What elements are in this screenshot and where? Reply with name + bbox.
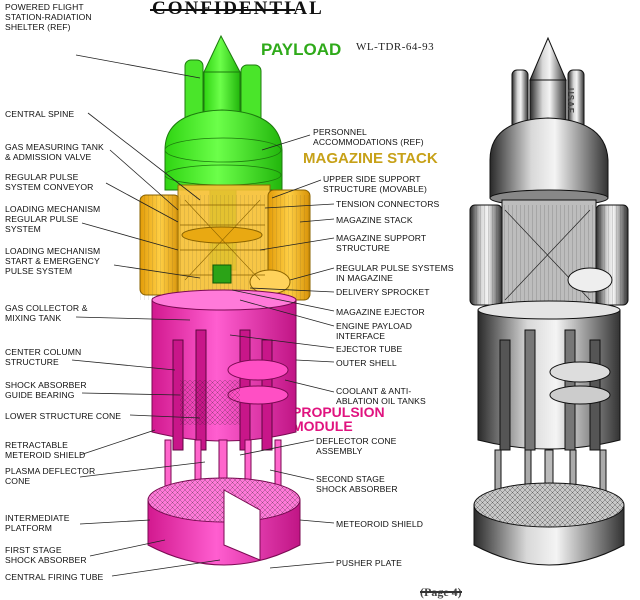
metal-cutaway-vehicle — [469, 36, 629, 566]
label-deflector-cone-assembly: DEFLECTOR CONE ASSEMBLY — [316, 436, 397, 456]
payload-section — [164, 34, 283, 271]
label-magazine-support: MAGAZINE SUPPORT STRUCTURE — [336, 233, 427, 253]
page-stamp-strikethrough — [420, 591, 462, 593]
propulsion-section — [147, 289, 301, 566]
label-gas-collector: GAS COLLECTOR & MIXING TANK — [5, 303, 88, 323]
magazine-section — [139, 184, 311, 301]
document-id: WL-TDR-64-93 — [356, 41, 435, 53]
label-loading-mechanism-start: LOADING MECHANISM START & EMERGENCY PULS… — [5, 246, 101, 276]
label-center-column: CENTER COLUMN STRUCTURE — [5, 347, 82, 367]
label-lower-structure-cone: LOWER STRUCTURE CONE — [5, 411, 122, 421]
propulsion-module-header: PROPULSION MODULE — [292, 404, 385, 434]
label-intermediate-platform: INTERMEDIATE PLATFORM — [5, 513, 70, 533]
stamp-strikethrough — [150, 9, 295, 11]
label-plasma-deflector: PLASMA DEFLECTOR CONE — [5, 466, 96, 486]
label-loading-mechanism-regular: LOADING MECHANISM REGULAR PULSE SYSTEM — [5, 204, 101, 234]
magazine-stack-header: MAGAZINE STACK — [303, 150, 438, 167]
leader-lines-right — [229, 134, 335, 569]
label-central-spine: CENTRAL SPINE — [5, 109, 75, 119]
label-tension-connectors: TENSION CONNECTORS — [336, 199, 440, 209]
label-outer-shell: OUTER SHELL — [336, 358, 397, 368]
label-magazine-ejector: MAGAZINE EJECTOR — [336, 307, 425, 317]
label-meteoroid-shield: METEOROID SHIELD — [336, 519, 424, 529]
label-regular-pulse-in-magazine: REGULAR PULSE SYSTEMS IN MAGAZINE — [336, 263, 454, 283]
label-retractable-shield: RETRACTABLE METEROID SHIELD — [5, 440, 86, 460]
label-ejector-tube: EJECTOR TUBE — [336, 344, 403, 354]
label-first-stage-absorber: FIRST STAGE SHOCK ABSORBER — [5, 545, 87, 565]
label-coolant-tanks: COOLANT & ANTI- ABLATION OIL TANKS — [336, 386, 426, 406]
label-regular-pulse-conveyor: REGULAR PULSE SYSTEM CONVEYOR — [5, 172, 94, 192]
label-engine-payload-interface: ENGINE PAYLOAD INTERFACE — [336, 321, 413, 341]
label-delivery-sprocket: DELIVERY SPROCKET — [336, 287, 430, 297]
label-pusher-plate: PUSHER PLATE — [336, 558, 402, 568]
leader-lines-left — [71, 54, 221, 577]
color-cutaway-vehicle — [139, 34, 311, 566]
usaf-marking: USAF — [566, 88, 575, 114]
label-shock-absorber-guide: SHOCK ABSORBER GUIDE BEARING — [5, 380, 87, 400]
label-second-stage-absorber: SECOND STAGE SHOCK ABSORBER — [316, 474, 398, 494]
label-gas-measuring-tank: GAS MEASURING TANK & ADMISSION VALVE — [5, 142, 104, 162]
label-upper-side-support: UPPER SIDE SUPPORT STRUCTURE (MOVABLE) — [323, 174, 427, 194]
label-magazine-stack: MAGAZINE STACK — [336, 215, 413, 225]
label-central-firing-tube: CENTRAL FIRING TUBE — [5, 572, 104, 582]
label-personnel-accommodations: PERSONNEL ACCOMMODATIONS (REF) — [313, 127, 424, 147]
label-powered-flight-station: POWERED FLIGHT STATION-RADIATION SHELTER… — [5, 2, 92, 32]
payload-header: PAYLOAD — [261, 40, 342, 59]
